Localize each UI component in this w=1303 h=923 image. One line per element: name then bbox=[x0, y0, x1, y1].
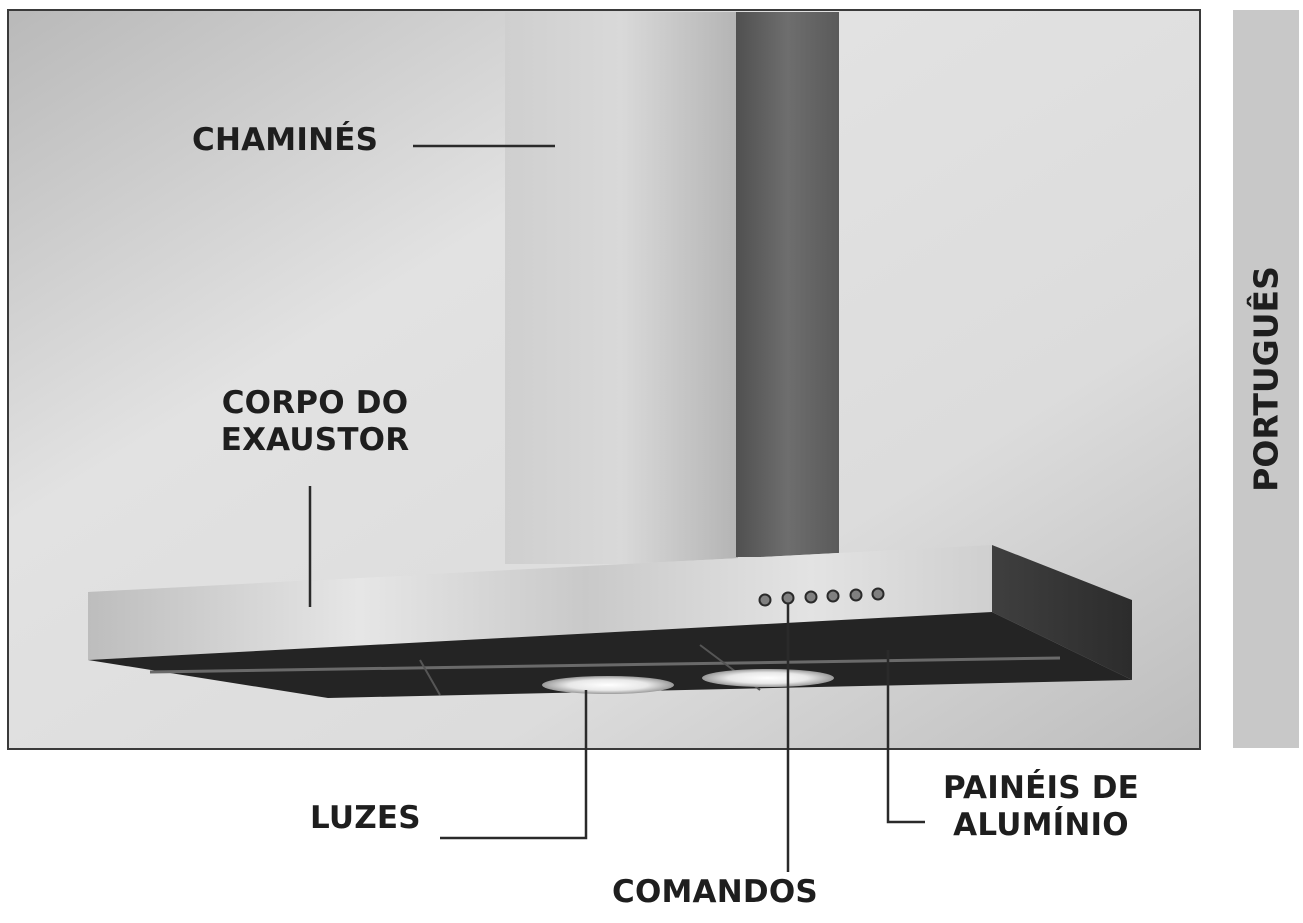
control-buttons bbox=[758, 587, 885, 607]
leader-line-aluminium-panels bbox=[886, 650, 925, 824]
label-controls: COMANDOS bbox=[612, 874, 818, 910]
leader-line-lights bbox=[440, 690, 588, 840]
label-aluminium-panels: PAINÉIS DE ALUMÍNIO bbox=[942, 770, 1140, 844]
hood-body bbox=[88, 545, 1132, 698]
leader-lines bbox=[308, 144, 925, 872]
chimney bbox=[505, 12, 839, 564]
label-hood-body: CORPO DO EXAUSTOR bbox=[220, 385, 410, 459]
label-lights: LUZES bbox=[310, 800, 421, 836]
light-bulbs bbox=[542, 669, 834, 694]
language-tab: PORTUGUÊS bbox=[1233, 10, 1299, 748]
language-tab-label: PORTUGUÊS bbox=[1246, 266, 1286, 492]
label-chimneys: CHAMINÉS bbox=[192, 122, 379, 158]
